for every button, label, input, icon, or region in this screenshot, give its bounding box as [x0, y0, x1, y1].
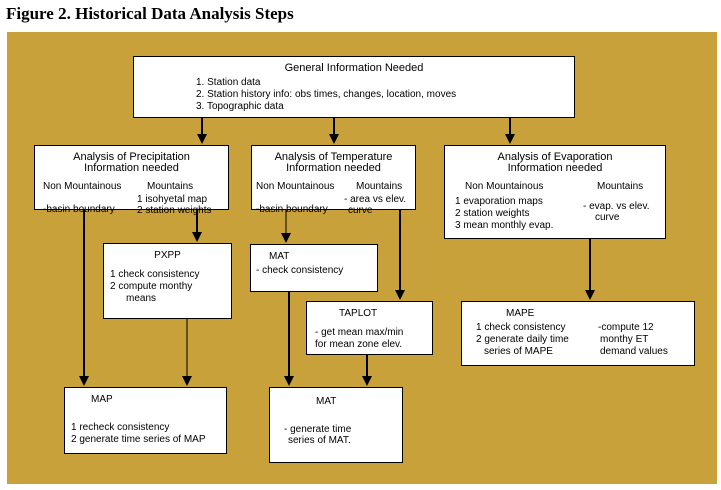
map-line2: 2 generate time series of MAP — [71, 434, 206, 445]
evap-col2-line2: curve — [595, 212, 620, 223]
temp-subtitle: Information needed — [286, 162, 381, 174]
precip-col1-text: -basin boundary — [43, 204, 115, 215]
temperature-analysis-box: Analysis of Temperature Information need… — [251, 145, 416, 216]
mape-left-line3: series of MAPE — [484, 346, 553, 357]
map-line1: 1 recheck consistency — [71, 422, 170, 433]
mat-check-box: MAT - check consistency — [250, 244, 378, 292]
mape-right-line1: -compute 12 — [598, 322, 654, 333]
mape-title: MAPE — [506, 308, 535, 319]
mat-generate-box: MAT - generate time series of MAT. — [269, 387, 403, 463]
mat-check-title: MAT — [269, 251, 290, 262]
mat-generate-line2: series of MAT. — [288, 435, 351, 446]
precip-subtitle: Information needed — [84, 162, 179, 174]
pxpp-line1: 1 check consistency — [110, 269, 200, 280]
pxpp-box: PXPP 1 check consistency 2 compute month… — [103, 243, 232, 319]
mat-generate-title: MAT — [316, 396, 337, 407]
evap-title: Analysis of Evaporation — [497, 151, 613, 163]
precip-col2-head: Mountains — [147, 181, 194, 192]
evap-col2-line1: - evap. vs elev. — [583, 201, 650, 212]
precip-title: Analysis of Precipitation — [73, 151, 190, 163]
general-info-item: 1. Station data — [196, 77, 261, 88]
taplot-line2: for mean zone elev. — [315, 339, 403, 350]
evaporation-analysis-box: Analysis of Evaporation Information need… — [444, 145, 666, 239]
precip-col2-line2: 2 station weights — [137, 205, 212, 216]
mape-box: MAPE 1 check consistency 2 generate dail… — [461, 301, 695, 366]
figure-title: Figure 2. Historical Data Analysis Steps — [6, 4, 294, 23]
general-info-box: General Information Needed 1. Station da… — [133, 56, 575, 118]
evap-col1-line3: 3 mean monthly evap. — [455, 220, 554, 231]
evap-col2-head: Mountains — [597, 181, 644, 192]
mape-left-line2: 2 generate daily time — [476, 334, 569, 345]
pxpp-line3: means — [126, 293, 157, 304]
mape-left-line1: 1 check consistency — [476, 322, 566, 333]
map-title: MAP — [91, 394, 113, 405]
mat-generate-line1: - generate time — [284, 424, 352, 435]
precip-col1-head: Non Mountainous — [43, 181, 122, 192]
precip-col2-line1: 1 isohyetal map — [137, 194, 208, 205]
general-info-title: General Information Needed — [284, 62, 424, 74]
evap-subtitle: Information needed — [507, 162, 603, 174]
pxpp-line2: 2 compute monthy — [110, 281, 193, 292]
mat-check-line1: - check consistency — [256, 265, 344, 276]
temp-col2-line1: - area vs elev. — [344, 194, 407, 205]
general-info-item: 3. Topographic data — [196, 101, 284, 112]
evap-col1-line1: 1 evaporation maps — [455, 196, 543, 207]
mape-right-line2: monthy ET — [600, 334, 649, 345]
temp-col1-text: -basin boundary — [256, 204, 328, 215]
map-box: MAP 1 recheck consistency 2 generate tim… — [64, 387, 227, 454]
general-info-item: 2. Station history info: obs times, chan… — [196, 89, 457, 100]
temp-title: Analysis of Temperature — [274, 151, 393, 163]
temp-col2-head: Mountains — [356, 181, 403, 192]
taplot-box: TAPLOT - get mean max/min for mean zone … — [306, 301, 433, 355]
precipitation-analysis-box: Analysis of Precipitation Information ne… — [34, 145, 229, 216]
taplot-line1: - get mean max/min — [315, 327, 404, 338]
temp-col2-line2: curve — [348, 205, 373, 216]
evap-col1-head: Non Mountainous — [465, 181, 544, 192]
taplot-title: TAPLOT — [339, 308, 378, 319]
mape-right-line3: demand values — [600, 346, 668, 357]
pxpp-title: PXPP — [154, 250, 181, 261]
evap-col1-line2: 2 station weights — [455, 208, 530, 219]
diagram-panel: General Information Needed 1. Station da… — [7, 32, 717, 484]
temp-col1-head: Non Mountainous — [256, 181, 335, 192]
